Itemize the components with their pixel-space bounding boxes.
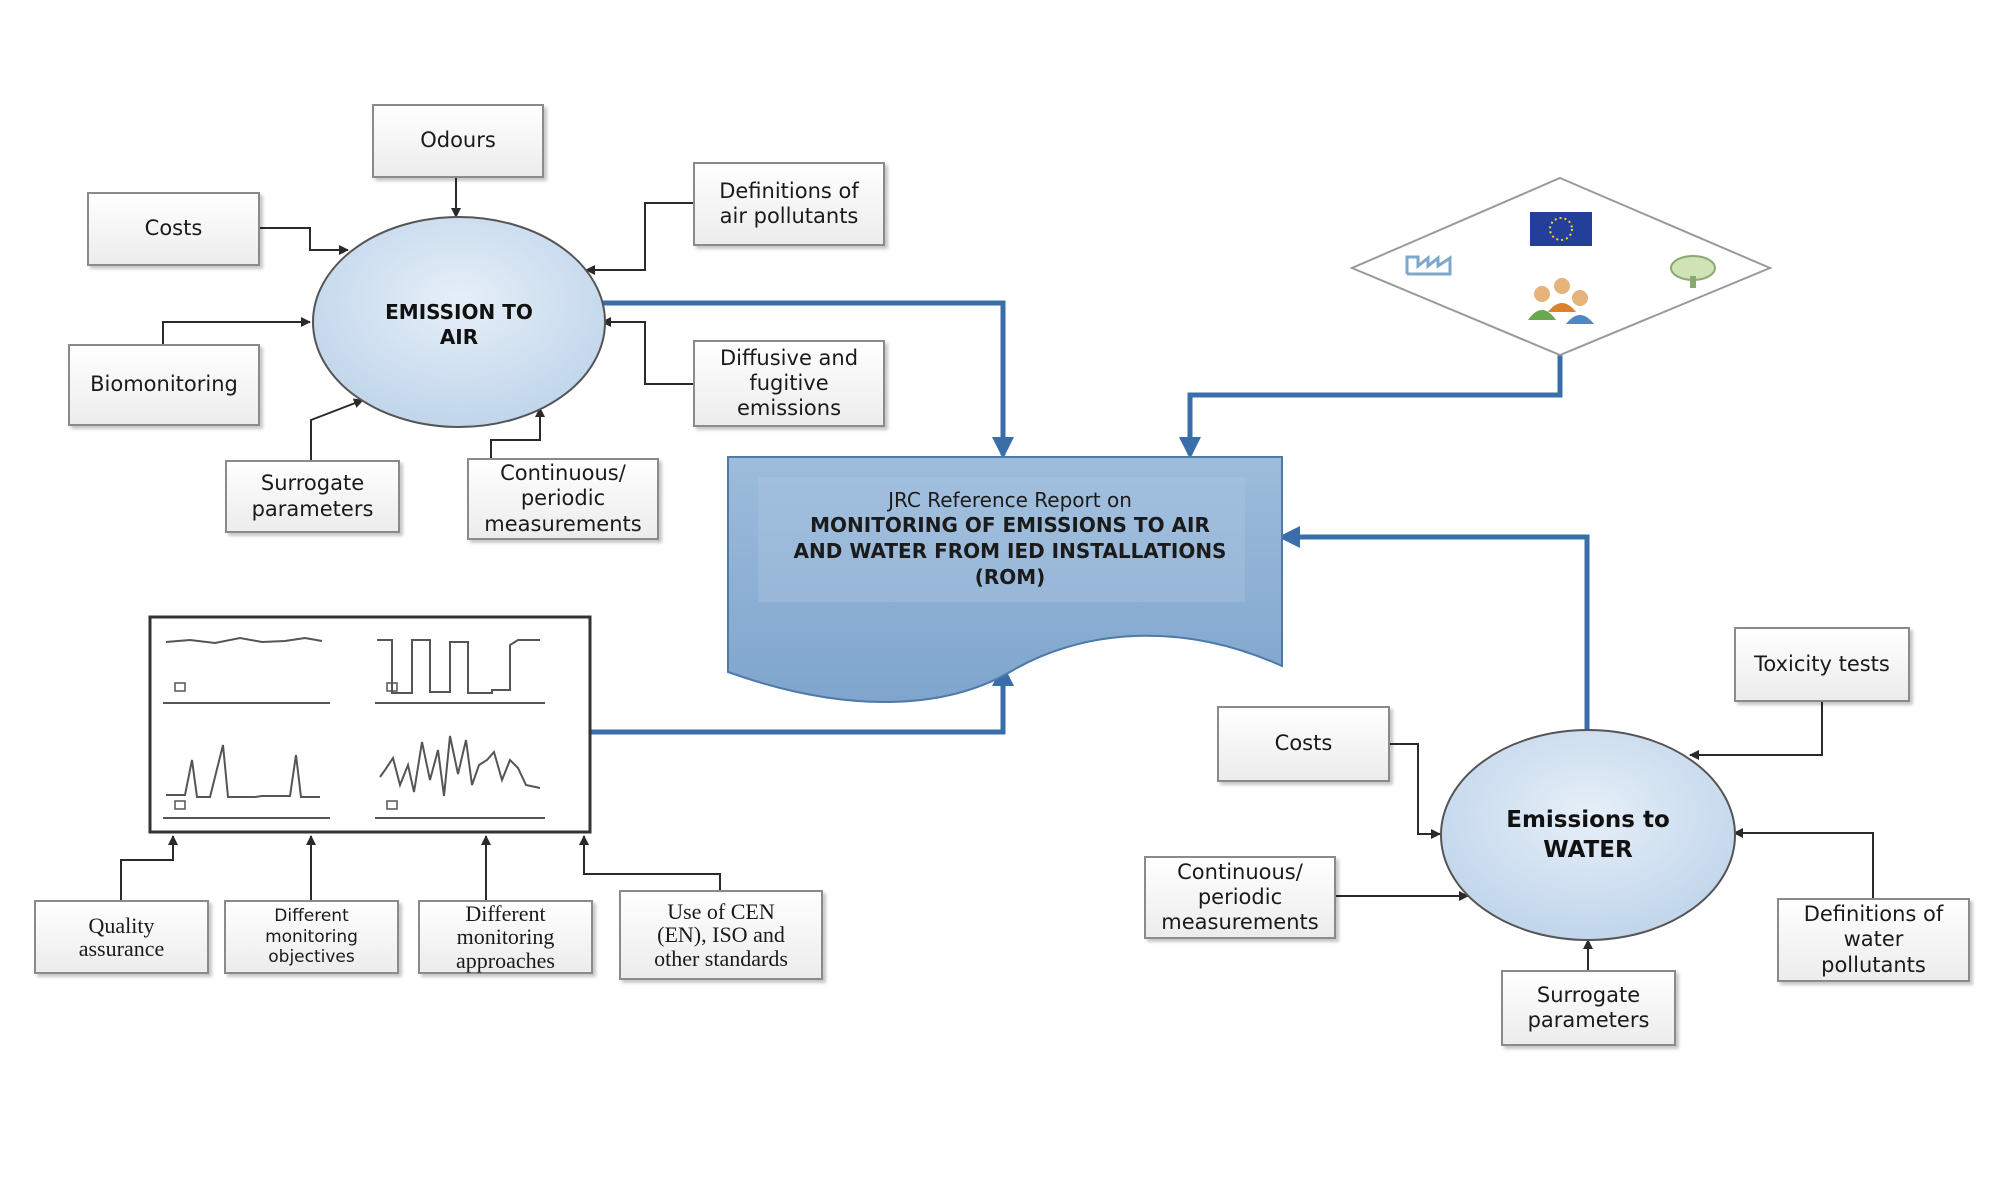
monitoring-approaches-box: Different monitoring approaches [418,900,593,974]
water-costs-label: Costs [1274,731,1333,756]
people-icon [1520,272,1600,332]
diffusive-fugitive-emissions-label: Diffusive and fugitive emissions [719,345,859,421]
air-costs-label: Costs [144,216,203,241]
water-pollutant-definitions-box: Definitions of water pollutants [1777,898,1970,982]
air-pollutant-definitions-label: Definitions of air pollutants [719,178,859,228]
biomonitoring-label: Biomonitoring [90,372,238,397]
air-continuous-periodic-label: Continuous/ periodic measurements [484,461,642,536]
air-to-report-arrow [600,300,1014,459]
water-costs-box: Costs [1217,706,1390,782]
monitoring-approaches-label: Different monitoring approaches [456,901,555,973]
tree-icon [1670,255,1716,288]
odours-label: Odours [420,128,496,153]
report-intro-text: JRC Reference Report on [888,488,1132,512]
signal-chart-icon [148,615,592,834]
water-pollutant-definitions-label: Definitions of water pollutants [1803,902,1944,977]
water-continuous-periodic-box: Continuous/ periodic measurements [1144,856,1336,939]
factory-icon [1405,254,1452,276]
emissions-to-water-label: Emissions to WATER [1506,807,1670,863]
monitoring-objectives-label: Different monitoring objectives [265,906,358,968]
water-surrogate-parameters-box: Surrogate parameters [1501,970,1676,1046]
diffusive-fugitive-emissions-box: Diffusive and fugitive emissions [693,340,885,427]
standards-label: Use of CEN (EN), ISO and other standards [654,899,788,971]
stakeholders-to-report-arrow [1179,355,1563,459]
monitoring-objectives-box: Different monitoring objectives [224,900,399,974]
air-surrogate-parameters-box: Surrogate parameters [225,460,400,533]
eu-flag-icon [1530,212,1592,246]
air-surrogate-parameters-label: Surrogate parameters [251,471,374,521]
report-title-panel [758,477,1245,602]
air-connectors [162,178,693,460]
water-to-report-arrow [1278,526,1590,730]
water-surrogate-parameters-label: Surrogate parameters [1527,982,1650,1032]
toxicity-tests-label: Toxicity tests [1754,651,1890,676]
emission-to-air-circle [312,216,606,428]
quality-assurance-label: Quality assurance [78,912,165,961]
standards-box: Use of CEN (EN), ISO and other standards [619,890,823,980]
air-costs-box: Costs [87,192,260,266]
emission-to-air-label: EMISSION TO AIR [385,300,533,349]
emissions-to-water-circle [1440,729,1736,941]
air-continuous-periodic-box: Continuous/ periodic measurements [467,458,659,540]
report-document [727,456,1283,703]
water-continuous-periodic-label: Continuous/ periodic measurements [1161,859,1319,935]
blue-connectors [590,300,1590,735]
stakeholder-diamond [1349,176,1773,357]
quality-assurance-box: Quality assurance [34,900,209,974]
report-title-block: JRC Reference Report on MONITORING OF EM… [745,488,1275,590]
chart-to-report-arrow [590,664,1014,735]
water-connectors [1336,702,1874,970]
air-pollutant-definitions-box: Definitions of air pollutants [693,162,885,246]
biomonitoring-box: Biomonitoring [68,344,260,426]
toxicity-tests-box: Toxicity tests [1734,627,1910,702]
odours-box: Odours [372,104,544,178]
report-title-text: MONITORING OF EMISSIONS TO AIR AND WATER… [793,513,1227,589]
monitoring-connectors [120,835,721,900]
